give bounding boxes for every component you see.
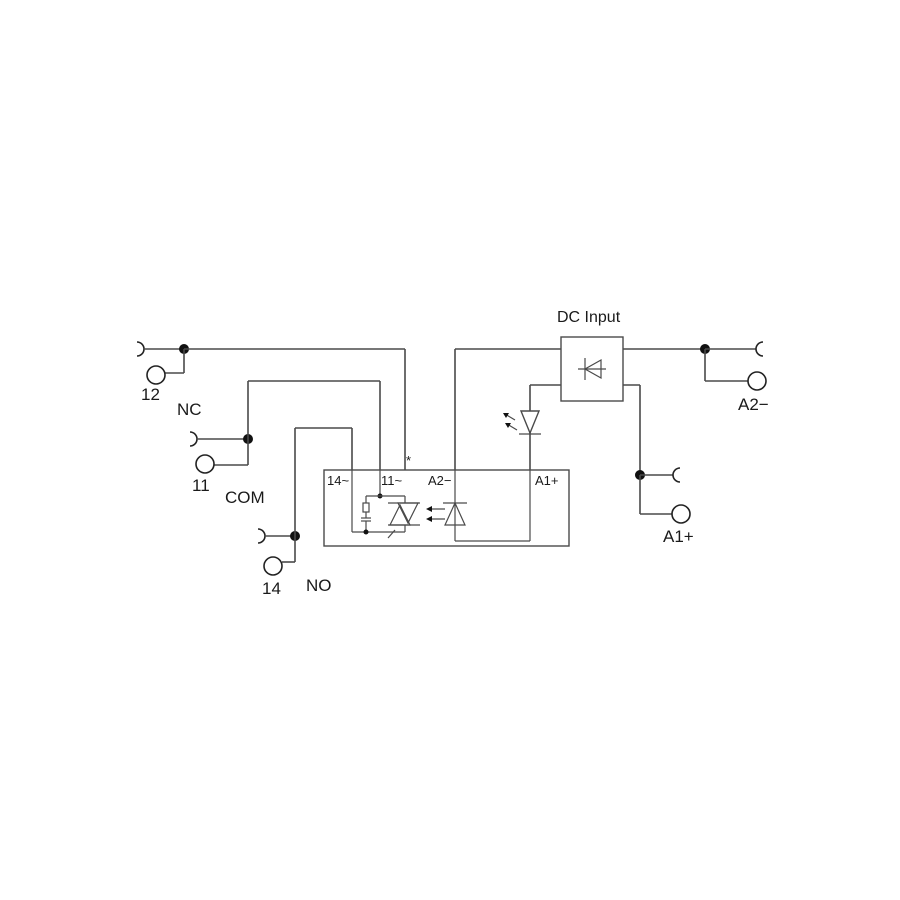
pin-a2-label: A2− xyxy=(428,473,452,488)
optocoupler-led xyxy=(443,470,531,542)
rectifier-diode-symbol xyxy=(578,358,606,380)
terminal-a1-socket xyxy=(672,467,681,483)
terminal-11-number: 11 xyxy=(192,476,210,495)
terminal-14-screw xyxy=(263,556,283,576)
pin-a1-label: A1+ xyxy=(535,473,559,488)
terminal-12-function: NC xyxy=(177,400,202,419)
terminal-14-function: NO xyxy=(306,576,332,595)
terminal-a2-socket xyxy=(755,341,764,357)
status-led xyxy=(503,410,541,435)
terminal-14-number: 14 xyxy=(262,579,281,598)
terminal-11-function: COM xyxy=(225,488,265,507)
terminal-12-number: 12 xyxy=(141,385,160,404)
dc-input-label: DC Input xyxy=(557,309,621,326)
pin-11-label: 11~ xyxy=(381,473,402,488)
triac-symbol xyxy=(387,502,420,539)
terminal-a2-screw xyxy=(747,371,767,391)
pin-14-label: 14~ xyxy=(327,473,349,488)
junction-internal-snubber xyxy=(363,529,369,535)
optocoupler-arrows xyxy=(426,506,445,522)
terminal-12-socket xyxy=(136,341,145,357)
terminal-a1-label: A1+ xyxy=(663,527,694,546)
terminal-a1-screw xyxy=(671,504,691,524)
terminal-11-screw xyxy=(195,454,215,474)
terminal-11-socket xyxy=(189,431,198,447)
terminal-a2-label: A2− xyxy=(738,395,769,414)
asterisk-marker: * xyxy=(406,453,411,468)
terminal-12-screw xyxy=(146,365,166,385)
terminal-14-socket xyxy=(257,528,266,544)
